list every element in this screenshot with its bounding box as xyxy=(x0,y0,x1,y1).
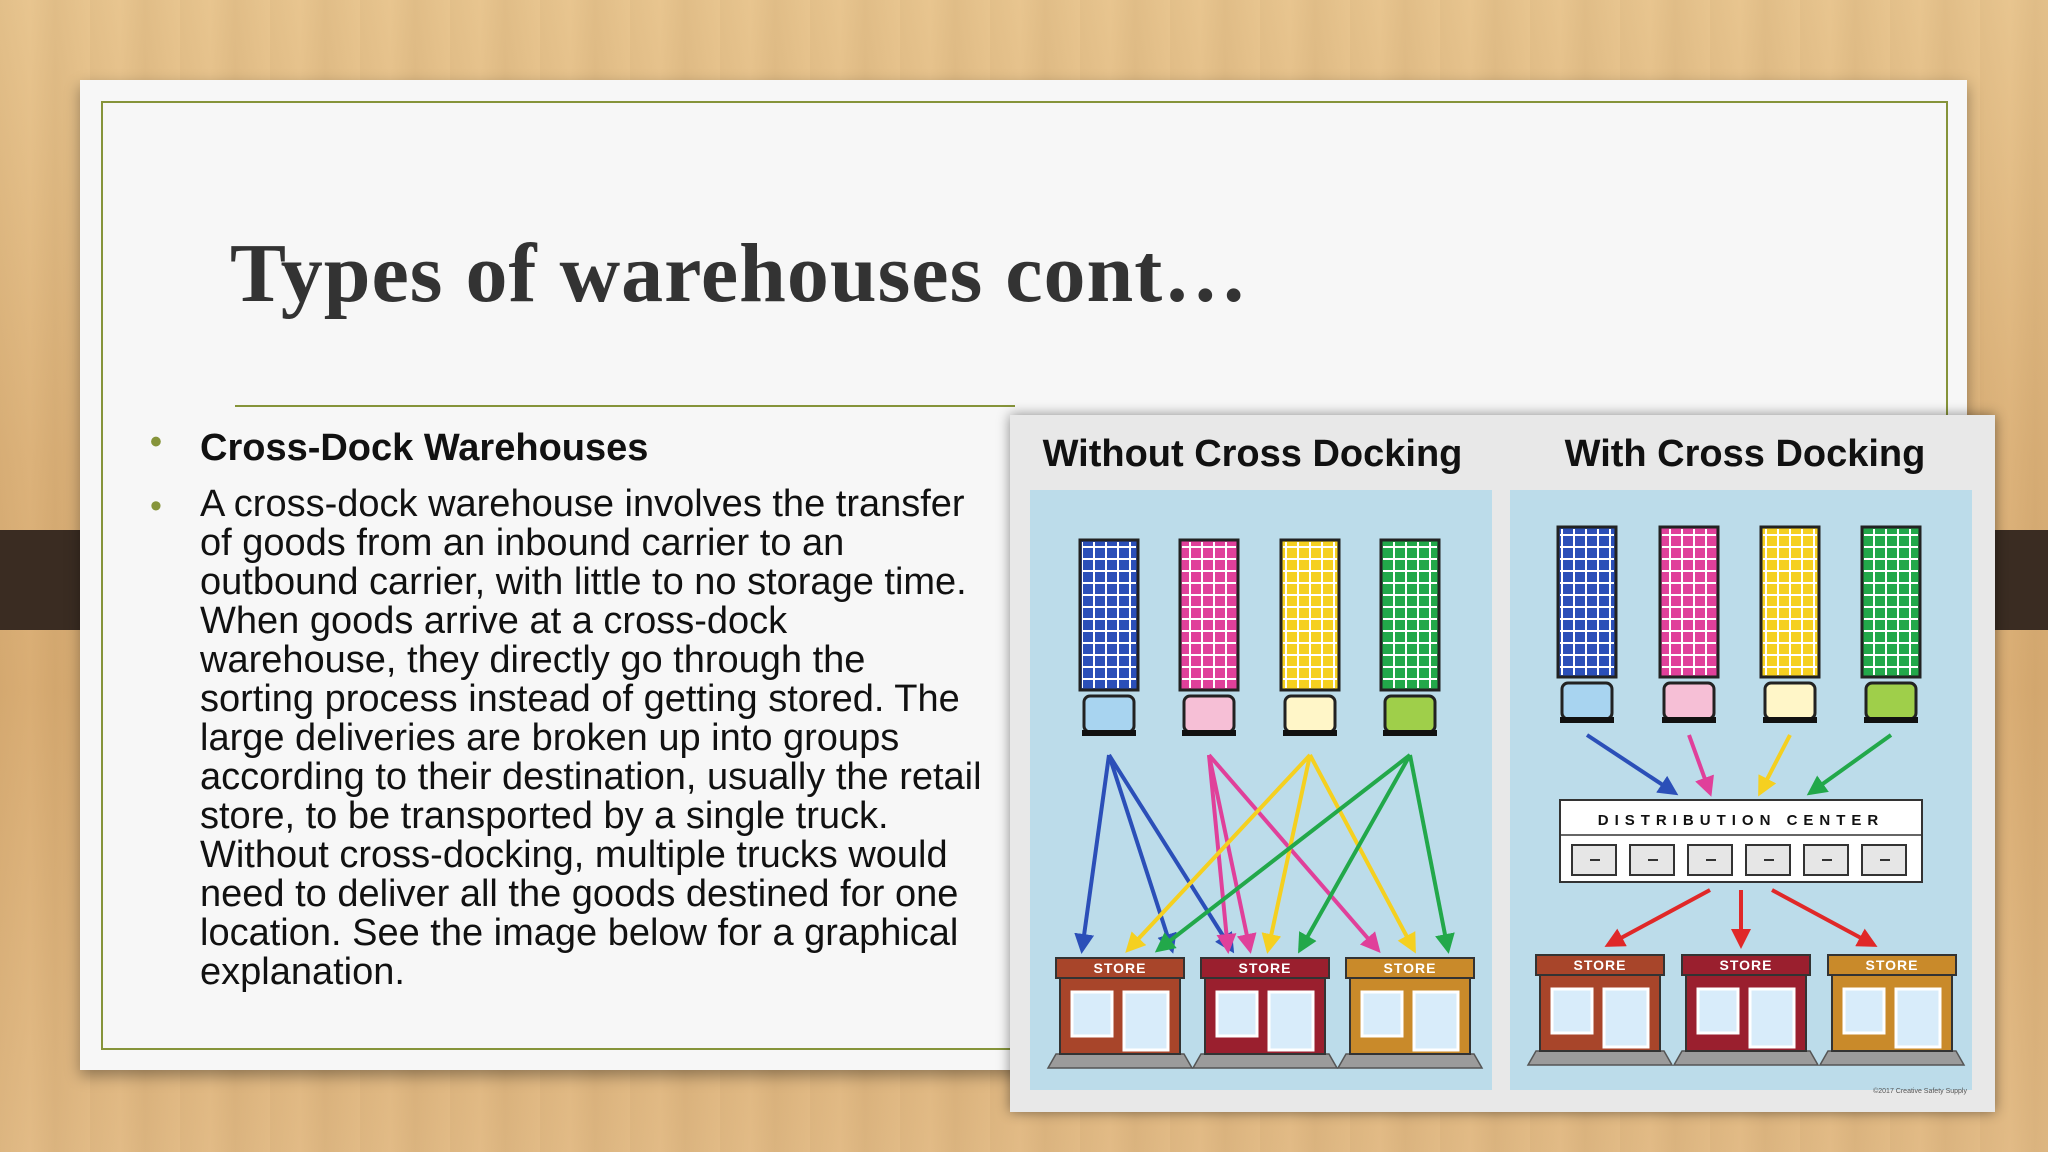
route-arrow xyxy=(1261,754,1312,954)
store-door xyxy=(1122,990,1170,1052)
route-arrow xyxy=(1604,888,1711,947)
bullet-body-text: A cross-dock warehouse involves the tran… xyxy=(200,483,982,993)
route-arrow xyxy=(1758,734,1792,797)
route-arrow xyxy=(1207,754,1257,954)
right-panel-title: With Cross Docking xyxy=(1564,433,1926,475)
slide: Types of warehouses cont… • Cross-Dock W… xyxy=(80,80,1995,1112)
store-label: STORE xyxy=(1094,960,1147,976)
diagram-canvas: STORE STORE STORE STORE STORE STORE DISTRIBUT… xyxy=(1030,490,1972,1095)
loading-dock-door xyxy=(1629,844,1675,876)
loading-dock-door xyxy=(1861,844,1907,876)
truck-cab xyxy=(1082,694,1136,734)
store-door xyxy=(1602,987,1650,1049)
slide-title: Types of warehouses cont… xyxy=(230,227,1249,320)
truck xyxy=(1078,538,1140,736)
truck xyxy=(1178,538,1240,736)
truck xyxy=(1379,538,1441,736)
store-label: STORE xyxy=(1720,957,1773,973)
store-sign xyxy=(1055,957,1185,979)
store-door xyxy=(1412,990,1460,1052)
store: STORE xyxy=(1672,954,1820,1066)
truck-cab xyxy=(1182,694,1236,734)
distribution-center: DISTRIBUTION CENTER xyxy=(1559,799,1923,883)
truck xyxy=(1860,525,1922,723)
bullet-heading-text: Cross-Dock Warehouses xyxy=(200,427,649,469)
store-sign xyxy=(1200,957,1330,979)
store-door xyxy=(1267,990,1315,1052)
store-door xyxy=(1894,987,1942,1049)
store: STORE xyxy=(1046,957,1194,1069)
store-label: STORE xyxy=(1574,957,1627,973)
store-window xyxy=(1070,990,1114,1038)
route-arrow xyxy=(1687,734,1714,797)
route-arrow xyxy=(1308,754,1416,954)
store-sign xyxy=(1535,954,1665,976)
loading-dock-door xyxy=(1571,844,1617,876)
route-arrow xyxy=(1408,754,1455,954)
store-door xyxy=(1748,987,1796,1049)
store-label: STORE xyxy=(1866,957,1919,973)
title-underline xyxy=(235,405,1015,407)
store-sign xyxy=(1827,954,1957,976)
truck-cab xyxy=(1560,681,1614,721)
store: STORE xyxy=(1818,954,1966,1066)
route-arrow xyxy=(1771,888,1878,947)
route-arrow xyxy=(1107,754,1177,954)
truck xyxy=(1279,538,1341,736)
truck-cab xyxy=(1864,681,1918,721)
store-sidewalk xyxy=(1336,1053,1484,1069)
store: STORE xyxy=(1526,954,1674,1066)
route-arrow xyxy=(1298,754,1412,954)
route-arrow xyxy=(1074,754,1111,954)
truck-cab xyxy=(1383,694,1437,734)
store-sign xyxy=(1681,954,1811,976)
store-sidewalk xyxy=(1672,1050,1820,1066)
truck xyxy=(1556,525,1618,723)
truck-cab xyxy=(1763,681,1817,721)
distribution-center-label: DISTRIBUTION CENTER xyxy=(1598,812,1885,829)
bullet-marker: • xyxy=(150,423,162,461)
copyright-note: ©2017 Creative Safety Supply xyxy=(1873,1087,1967,1095)
route-arrow xyxy=(1154,753,1412,953)
store-window xyxy=(1550,987,1594,1035)
bullet-item: • Cross-Dock Warehouses xyxy=(150,425,990,471)
truck-cab xyxy=(1283,694,1337,734)
bullet-list: • Cross-Dock Warehouses • A cross-dock w… xyxy=(150,425,990,992)
store-window xyxy=(1215,990,1259,1038)
truck-cab xyxy=(1662,681,1716,721)
bullet-item: • A cross-dock warehouse involves the tr… xyxy=(150,485,990,992)
store-sidewalk xyxy=(1046,1053,1194,1069)
store-window xyxy=(1360,990,1404,1038)
store-window xyxy=(1696,987,1740,1035)
store: STORE xyxy=(1191,957,1339,1069)
truck xyxy=(1759,525,1821,723)
route-arrow xyxy=(1806,733,1893,796)
store-sidewalk xyxy=(1526,1050,1674,1066)
store-sidewalk xyxy=(1191,1053,1339,1069)
route-arrow xyxy=(1207,753,1381,954)
bullet-marker: • xyxy=(150,487,162,525)
store-sign xyxy=(1345,957,1475,979)
route-arrow xyxy=(1585,733,1679,796)
store-sidewalk xyxy=(1818,1050,1966,1066)
store-label: STORE xyxy=(1239,960,1292,976)
store-window xyxy=(1842,987,1886,1035)
left-panel-title: Without Cross Docking xyxy=(1042,433,1463,475)
store-label: STORE xyxy=(1384,960,1437,976)
cross-docking-diagram: STORE STORE STORE STORE STORE STORE DISTRIBUT… xyxy=(1010,415,1995,1112)
route-arrow xyxy=(1107,753,1235,954)
truck xyxy=(1658,525,1720,723)
route-arrow xyxy=(1125,753,1312,953)
store: STORE xyxy=(1336,957,1484,1069)
